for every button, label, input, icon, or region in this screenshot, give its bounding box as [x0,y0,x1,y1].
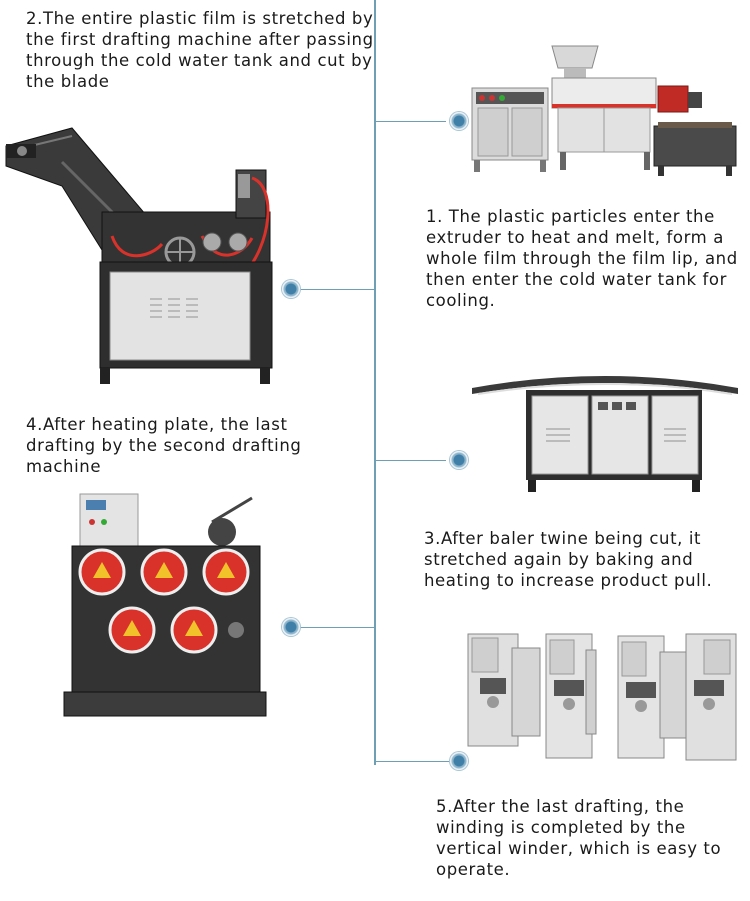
drafting-machine-icon [5,127,273,384]
timeline-dot-3 [450,451,468,469]
second-drafting-machine-icon [63,493,267,717]
step-2-caption: 2.The entire plastic film is stretched b… [26,9,374,91]
timeline-branch-5 [376,761,452,762]
timeline-line [374,0,376,765]
timeline-dot-5 [450,752,468,770]
step-3-caption: 3.After baler twine being cut, it stretc… [424,529,713,590]
timeline-branch-3 [376,460,446,461]
timeline-branch-1 [376,121,446,122]
timeline-dot-1 [450,112,468,130]
extruder-machine-icon [471,45,737,176]
timeline-dot-2 [282,280,300,298]
step-5-caption: 5.After the last drafting, the winding i… [436,797,722,879]
heating-oven-icon [472,376,738,492]
timeline-branch-4 [298,627,374,628]
step-4-caption: 4.After heating plate, the last drafting… [26,415,302,476]
vertical-winder-icon [467,633,737,761]
timeline-dot-4 [282,618,300,636]
timeline-branch-2 [298,289,374,290]
step-1-caption: 1. The plastic particles enter the extru… [426,207,738,310]
